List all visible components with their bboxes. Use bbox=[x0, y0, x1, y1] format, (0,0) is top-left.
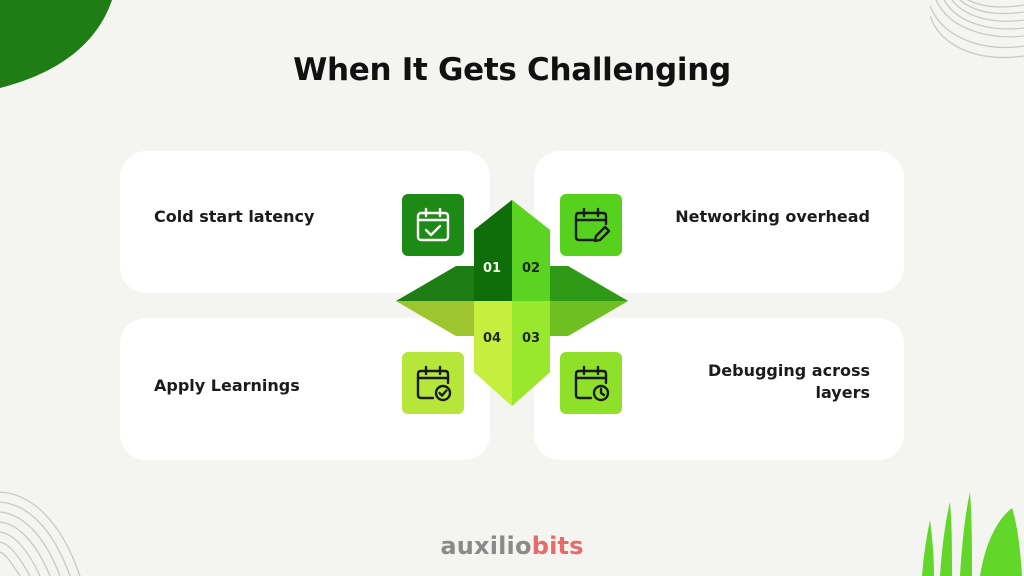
step-02-label: Networking overhead bbox=[675, 207, 870, 226]
calendar-clock-icon bbox=[574, 365, 610, 402]
calendar-edit-icon bbox=[574, 207, 611, 243]
brand-logo: auxiliobits bbox=[0, 532, 1024, 560]
bottom-right-grass-blades bbox=[922, 492, 1022, 576]
step-04-label: Apply Learnings bbox=[154, 376, 300, 395]
step-03-number: 03 bbox=[522, 331, 541, 346]
page-title: When It Gets Challenging bbox=[293, 52, 731, 88]
calendar-check-icon bbox=[416, 207, 450, 242]
center-petal-diagram bbox=[396, 200, 628, 406]
step-03-label: Debugging across layers bbox=[708, 361, 870, 402]
top-right-wave-lines bbox=[930, 0, 1024, 59]
step-02-icon-tile bbox=[560, 194, 622, 256]
bottom-left-wave-lines bbox=[0, 491, 81, 576]
step-02-number: 02 bbox=[522, 261, 541, 276]
logo-part-1: auxilio bbox=[440, 532, 532, 560]
step-01-label: Cold start latency bbox=[154, 207, 315, 226]
logo-part-2: bits bbox=[531, 532, 584, 560]
step-04-icon-tile bbox=[402, 352, 464, 414]
step-01-icon-tile bbox=[402, 194, 464, 256]
top-left-green-blob bbox=[0, 0, 112, 88]
step-04-number: 04 bbox=[483, 331, 502, 346]
step-03-icon-tile bbox=[560, 352, 622, 414]
calendar-check-circle-icon bbox=[416, 365, 452, 402]
step-01-number: 01 bbox=[483, 261, 502, 276]
